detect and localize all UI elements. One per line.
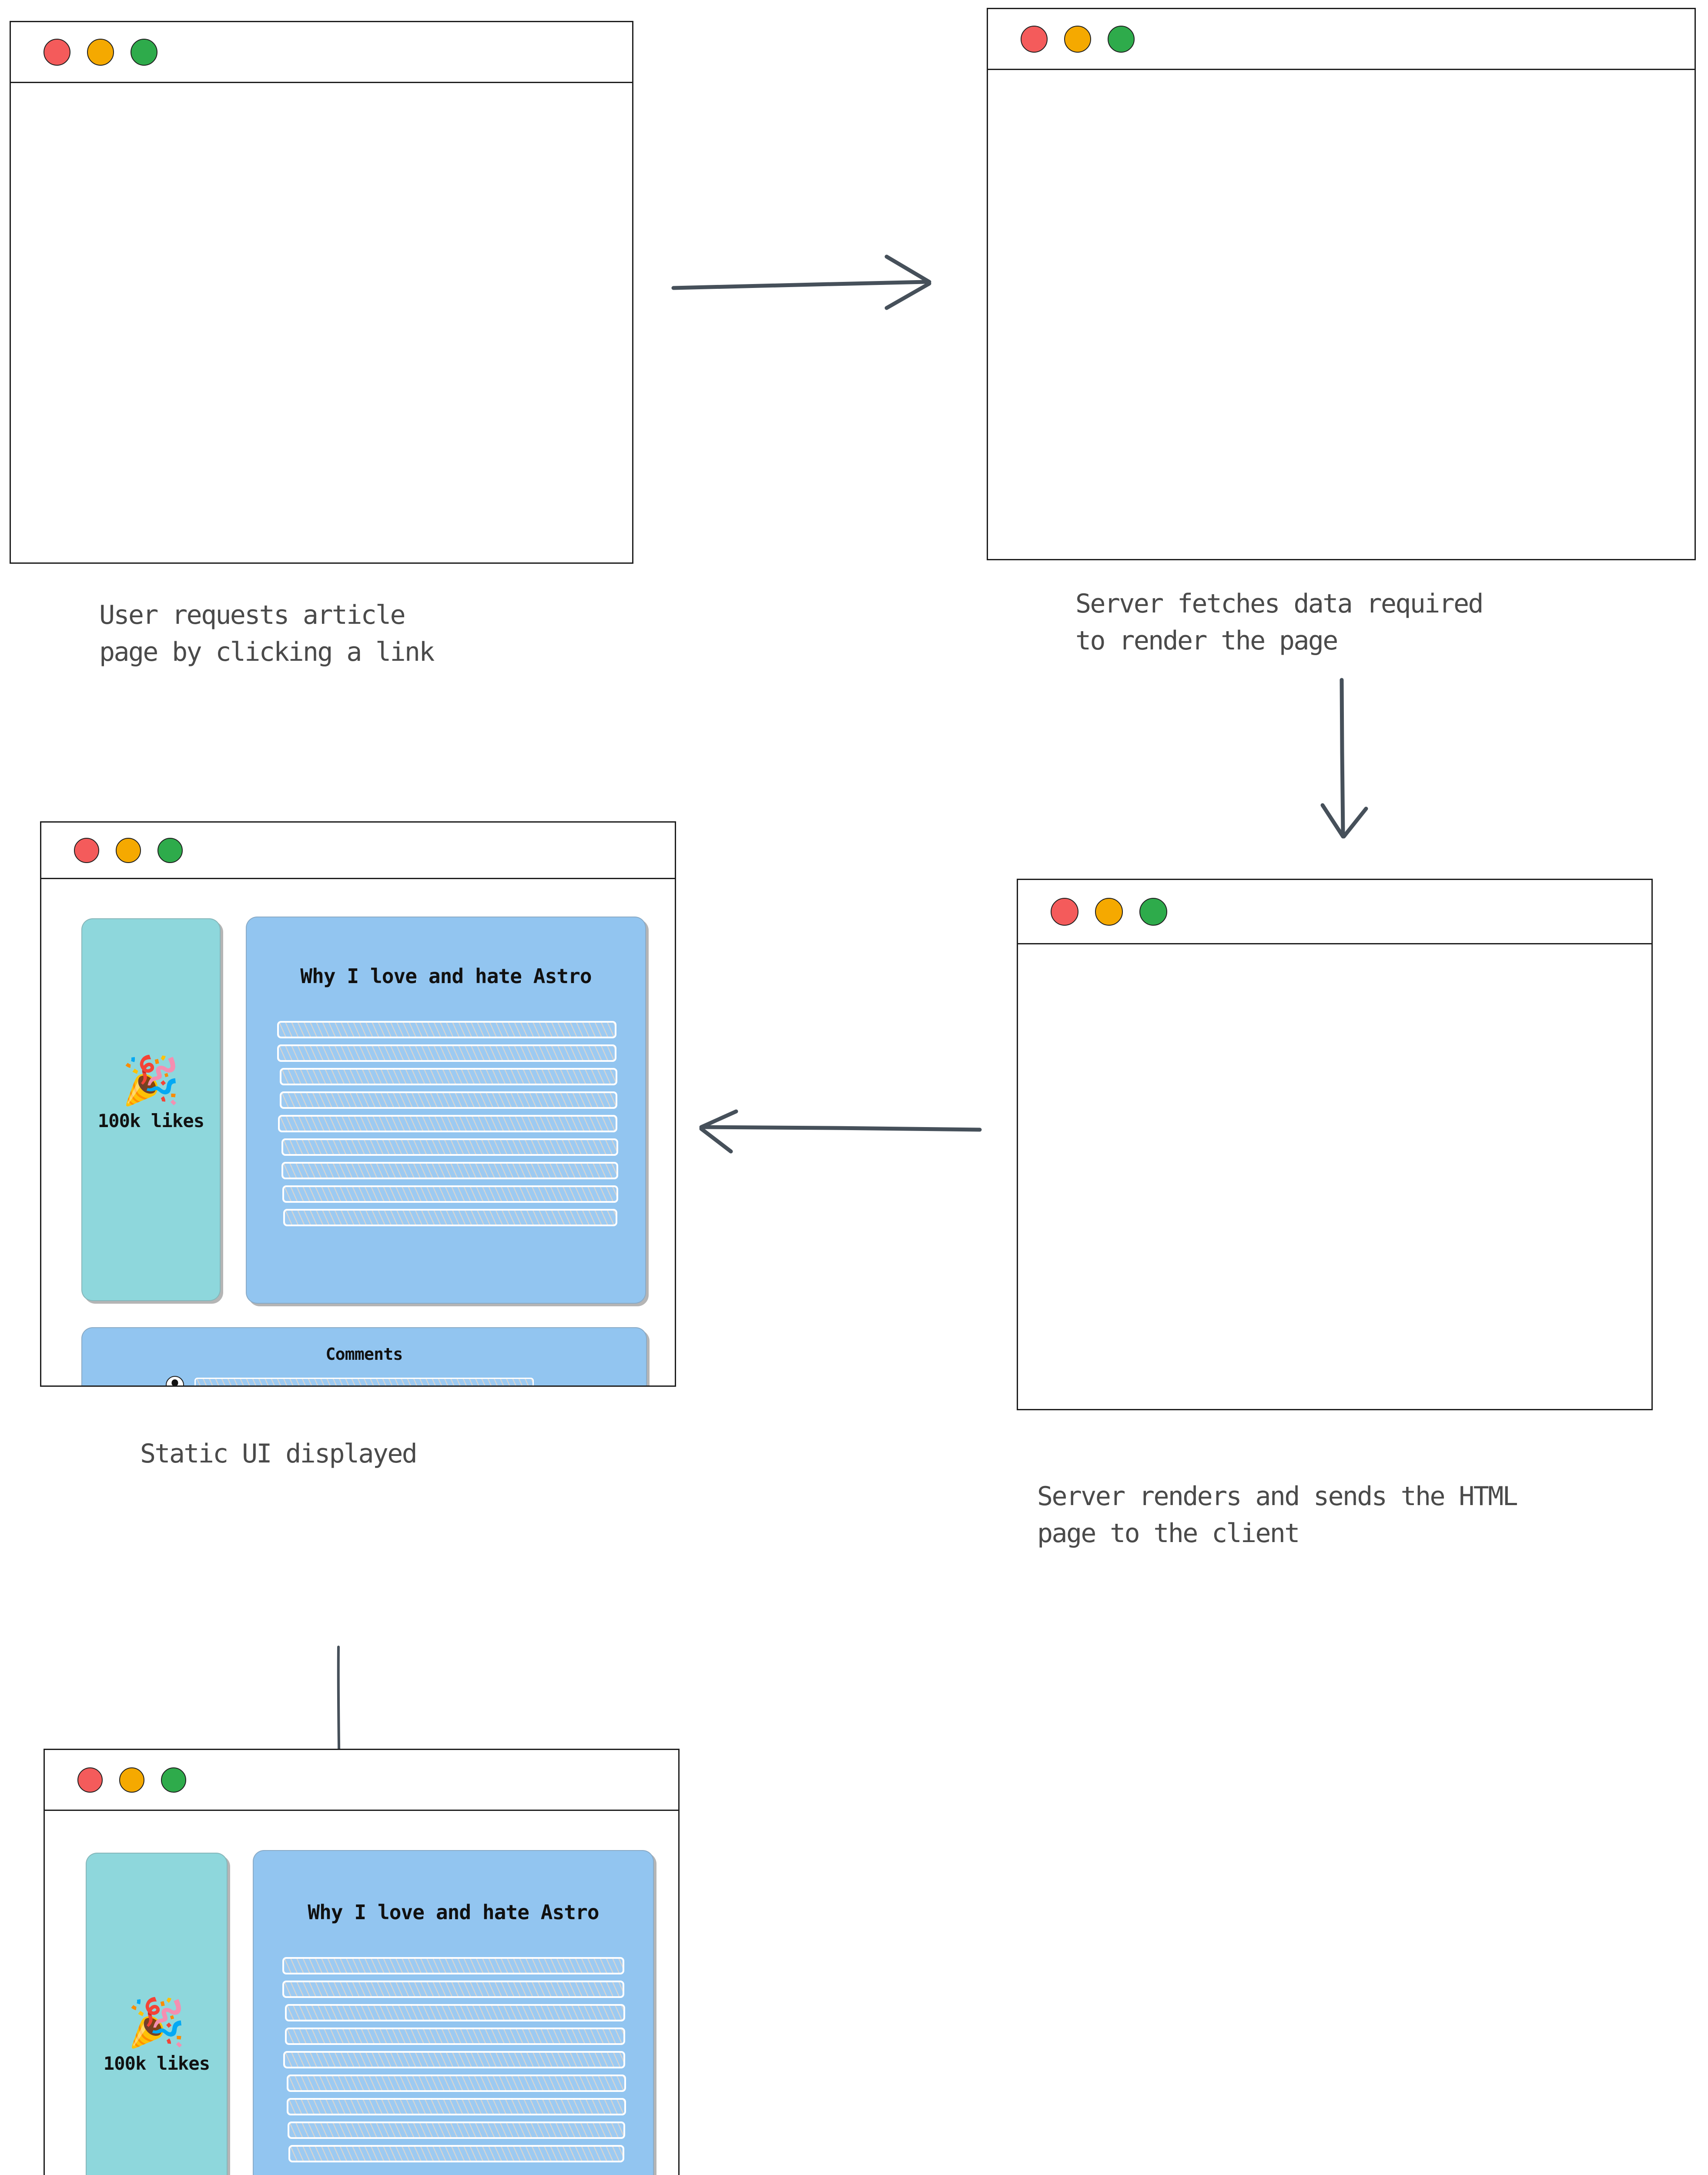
comments-title: Comments: [325, 1345, 403, 1364]
window-titlebar: [45, 1750, 678, 1811]
maximize-dot[interactable]: [1108, 25, 1135, 53]
article-text-line: [277, 1044, 616, 1062]
close-dot[interactable]: [1051, 897, 1078, 926]
window-controls: [45, 1767, 186, 1793]
maximize-dot[interactable]: [157, 837, 183, 863]
article-title: Why I love and hate Astro: [308, 1901, 599, 1924]
window-viewport-empty: [1018, 944, 1651, 1409]
arrow-step-1-to-step-2: [670, 244, 948, 331]
minimize-dot[interactable]: [119, 1767, 144, 1793]
window-controls: [41, 837, 183, 863]
close-dot[interactable]: [74, 837, 99, 863]
likes-count-label: 100k likes: [97, 1110, 204, 1132]
article-text-line: [282, 1981, 624, 1998]
arrow-step-2-to-step-3: [1262, 676, 1401, 846]
article-panel: Why I love and hate Astro: [246, 917, 646, 1304]
article-text-line: [282, 1957, 624, 1974]
article-text-line: [281, 1162, 618, 1179]
maximize-dot[interactable]: [1139, 897, 1167, 926]
browser-window-step-4: 🎉 100k likes Why I love and hate Astro: [40, 821, 676, 1387]
comments-panel: Comments: [81, 1327, 647, 1385]
caption-step-4: Static UI displayed: [140, 1439, 418, 1469]
article-text-line: [283, 2051, 625, 2068]
article-panel: Why I love and hate Astro: [253, 1850, 654, 2175]
article-text-line: [287, 2075, 626, 2092]
close-dot[interactable]: [77, 1767, 103, 1793]
window-controls: [1018, 897, 1167, 926]
likes-count-label: 100k likes: [103, 2052, 210, 2074]
comment-text-line: [194, 1378, 534, 1385]
maximize-dot[interactable]: [161, 1767, 186, 1793]
article-text-line: [281, 1138, 618, 1156]
caption-step-2: Server fetches data required to render t…: [1075, 589, 1484, 656]
article-text-line: [283, 1209, 617, 1226]
article-text-line: [288, 2145, 624, 2162]
window-titlebar: [41, 823, 675, 879]
commenter-avatar-icon: [166, 1376, 184, 1385]
browser-window-step-1: [10, 21, 633, 564]
window-titlebar: [1018, 880, 1651, 944]
window-viewport-rendered: 🎉 100k likes Why I love and hate Astro: [41, 879, 675, 1385]
window-titlebar: [11, 22, 632, 83]
window-viewport-empty: [988, 70, 1695, 559]
caption-step-3: Server renders and sends the HTML page t…: [1037, 1481, 1518, 1549]
article-text-line: [282, 1185, 618, 1203]
likes-panel-content: 🎉 100k likes: [82, 1057, 220, 1131]
caption-step-1: User requests article page by clicking a…: [99, 600, 435, 668]
likes-panel: 🎉 100k likes: [81, 918, 221, 1301]
window-titlebar: [988, 9, 1695, 70]
likes-panel[interactable]: 🎉 100k likes: [86, 1853, 228, 2175]
article-text-line: [277, 1021, 616, 1038]
arrow-step-3-to-step-4: [679, 1081, 983, 1164]
article-title: Why I love and hate Astro: [300, 964, 592, 988]
article-text-line: [280, 1091, 617, 1109]
minimize-dot[interactable]: [87, 38, 114, 66]
browser-window-step-2: [987, 8, 1696, 560]
article-text-line: [287, 2098, 626, 2115]
article-text-line: [285, 2004, 625, 2021]
browser-window-step-3: [1017, 879, 1653, 1410]
minimize-dot[interactable]: [1064, 25, 1091, 53]
party-popper-emoji: 🎉: [127, 1995, 186, 2050]
likes-panel-content: 🎉 100k likes: [87, 1995, 227, 2074]
close-dot[interactable]: [44, 38, 70, 66]
article-text-line: [288, 2121, 625, 2139]
browser-window-step-5: 🎉 100k likes Why I love and hate Astro C…: [44, 1749, 680, 2175]
window-controls: [988, 25, 1135, 53]
minimize-dot[interactable]: [1095, 897, 1123, 926]
close-dot[interactable]: [1021, 25, 1048, 53]
window-viewport-empty: [11, 83, 632, 562]
article-text-line: [285, 2028, 625, 2045]
article-text-line: [278, 1115, 617, 1132]
party-popper-emoji: 🎉: [121, 1053, 181, 1108]
window-controls: [11, 38, 157, 66]
article-text-line: [280, 1068, 617, 1085]
window-viewport-hydrated: 🎉 100k likes Why I love and hate Astro C…: [45, 1811, 678, 2175]
minimize-dot[interactable]: [116, 837, 141, 863]
maximize-dot[interactable]: [131, 38, 157, 66]
